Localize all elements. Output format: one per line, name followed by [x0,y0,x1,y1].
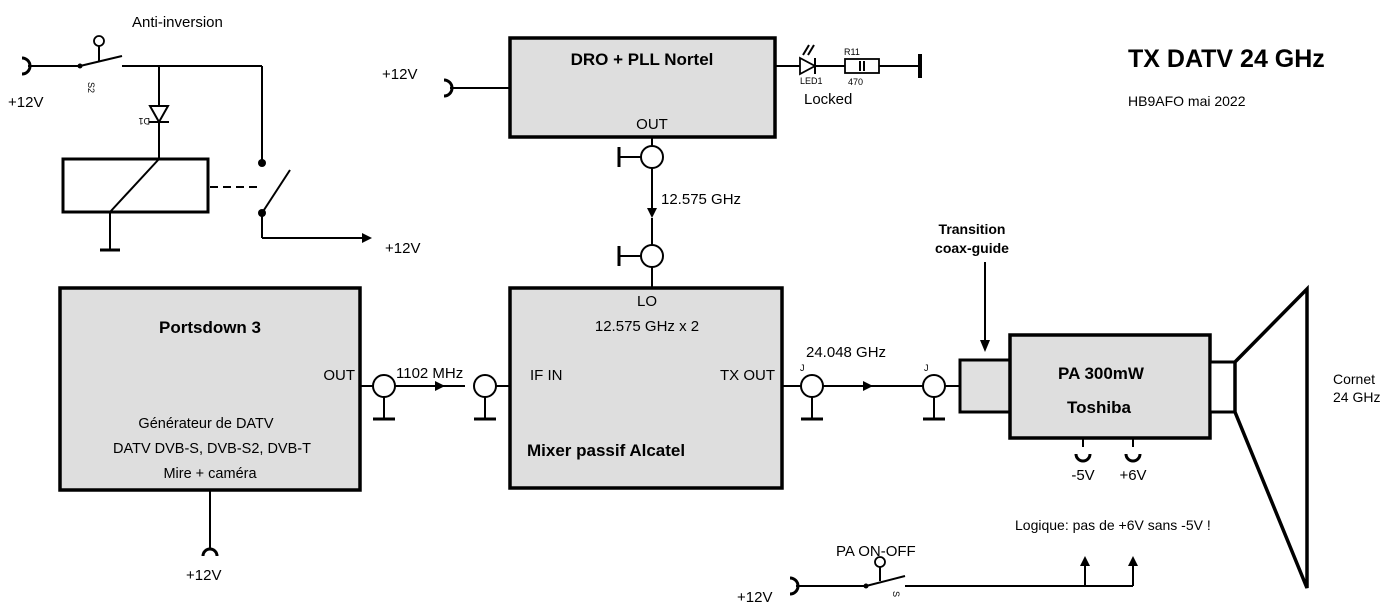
portsdown-supply-jack-icon [201,547,219,557]
switch-s2-ref: S2 [86,82,96,93]
relay-contact-icon [261,169,291,214]
led-icon [799,56,817,76]
pa-neg-supply-label: -5V [1071,467,1094,484]
rf-frequency: 24.048 GHz [806,344,886,361]
pa-in-connector-icon [922,374,946,398]
portsdown-line1: Générateur de DATV [138,416,273,432]
diode-d1-ref: D1 [138,116,150,126]
portsdown-out-label: OUT [323,367,355,384]
transition-coax-guide: Transition coax-guide [935,221,1012,414]
rf-link: J 24.048 GHz J [782,344,960,421]
mixer-title: Mixer passif Alcatel [527,441,685,460]
mixer-lo-frequency: 12.575 GHz x 2 [595,318,699,335]
horn-icon [1233,284,1309,589]
mixer-lo-label: LO [637,293,657,310]
resistor-r11-icon [844,58,880,74]
switch-s2-icon [79,55,123,67]
anti-inversion-supply-out-label: +12V [385,240,420,257]
mixer-lo-connector-icon [640,244,664,268]
led-ref: LED1 [800,76,823,86]
portsdown-title: Portsdown 3 [159,318,261,337]
pa-pos-supply-label: +6V [1119,467,1146,484]
mixer-if-connector-icon [473,374,497,398]
horn-line1: Cornet [1333,371,1375,387]
anti-inversion-supply-in-label: +12V [8,94,43,111]
diode-d1-icon [148,105,170,125]
dro-out-label: OUT [636,116,668,133]
mixer-tx-out-label: TX OUT [720,367,775,384]
dro-title: DRO + PLL Nortel [571,50,714,69]
pa-pos-supply-jack-icon [1124,453,1142,463]
resistor-value: 470 [848,77,863,87]
pa-line1: PA 300mW [1058,364,1145,383]
horn-antenna: Cornet 24 GHz [1208,284,1380,589]
diagram-title: TX DATV 24 GHz [1128,45,1325,73]
mixer-if-in-label: IF IN [530,367,563,384]
lo-frequency: 12.575 GHz [661,191,741,208]
anti-inversion-label: Anti-inversion [132,14,223,31]
portsdown-line2: DATV DVB-S, DVB-S2, DVB-T [113,441,311,457]
resistor-ref: R11 [844,47,860,57]
pa-logic-note: Logique: pas de +6V sans -5V ! [1015,517,1211,533]
lo-link: 12.575 GHz [617,137,741,288]
portsdown-block: Portsdown 3 OUT Générateur de DATV DATV … [58,286,362,584]
pa-onoff-circuit: PA ON-OFF +12V S [737,543,1138,603]
mixer-block: LO 12.575 GHz x 2 IF IN TX OUT Mixer pas… [508,286,784,490]
transition-line1: Transition [939,221,1006,237]
dro-pll-block: +12V DRO + PLL Nortel OUT LED1 Locked R1… [382,36,922,139]
transition-block [958,358,1012,414]
dro-supply-label: +12V [382,66,417,83]
pa-switch-label: PA ON-OFF [836,543,916,560]
led-status: Locked [804,91,852,108]
pa-neg-supply-jack-icon [1074,453,1092,463]
transition-line2: coax-guide [935,240,1009,256]
anti-inversion-circuit: Anti-inversion +12V S2 D1 +12V [8,14,420,257]
tx-connector-ref: J [800,363,805,373]
portsdown-supply-label: +12V [186,567,221,584]
if-frequency: 1102 MHz [396,365,463,382]
dro-out-connector-icon [640,145,664,169]
horn-line2: 24 GHz [1333,389,1380,405]
portsdown-line3: Mire + caméra [163,466,257,482]
pa-switch-icon [865,575,906,587]
pa-switch-supply-label: +12V [737,589,772,603]
pa-connector-ref: J [924,363,929,373]
mixer-tx-connector-icon [800,374,824,398]
diagram-subtitle: HB9AFO mai 2022 [1128,93,1246,109]
portsdown-out-connector-icon [372,374,396,398]
waveguide-flange [1208,360,1237,414]
pa-line2: Toshiba [1067,398,1131,417]
pa-block: PA 300mW Toshiba -5V +6V Logique: pas de… [1008,333,1212,533]
pa-switch-ref: S [891,591,901,597]
if-link: 1102 MHz [360,365,510,421]
